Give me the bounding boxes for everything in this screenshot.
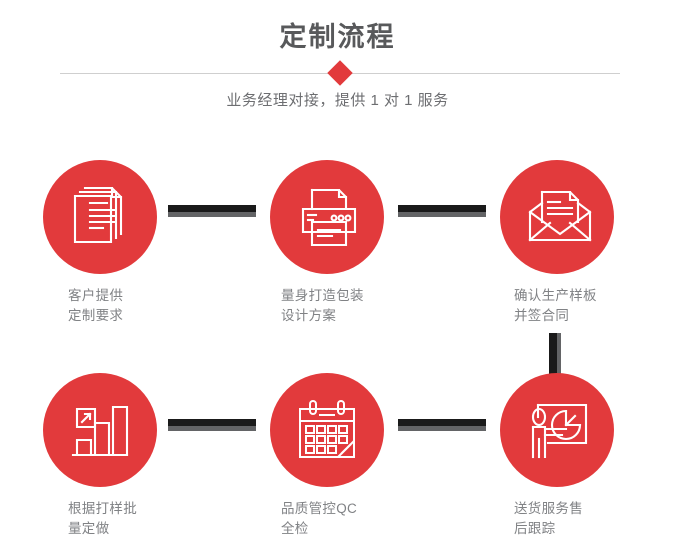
step-node-5[interactable] [270, 373, 384, 487]
step-circle-1[interactable] [43, 160, 157, 274]
page-title: 定制流程 [279, 22, 396, 52]
connector-step4-step5 [168, 419, 256, 431]
connector-shadow [168, 426, 256, 431]
connector-step5-step6 [398, 419, 486, 431]
envelope-document-icon [522, 182, 592, 252]
presentation-person-icon [522, 395, 592, 465]
step-caption-5: 品质管控QC 全检 [281, 501, 358, 536]
connector-bar [549, 333, 557, 375]
step-caption-2: 量身打造包装 设计方案 [281, 288, 364, 323]
connector-bar [168, 205, 256, 212]
bar-chart-growth-icon [65, 395, 135, 465]
step-caption-3: 确认生产样板 并签合同 [514, 288, 597, 323]
connector-step1-step2 [168, 205, 256, 217]
connector-shadow [398, 426, 486, 431]
connector-bar [168, 419, 256, 426]
printer-icon [292, 182, 362, 252]
step-circle-2[interactable] [270, 160, 384, 274]
step-caption-1: 客户提供 定制要求 [68, 288, 124, 323]
step-node-3[interactable] [500, 160, 614, 274]
step-circle-3[interactable] [500, 160, 614, 274]
step-node-6[interactable] [500, 373, 614, 487]
step-caption-6: 送货服务售 后跟踪 [514, 501, 583, 536]
connector-step3-step6 [549, 333, 561, 375]
step-circle-5[interactable] [270, 373, 384, 487]
connector-shadow [557, 333, 561, 375]
connector-step2-step3 [398, 205, 486, 217]
step-node-2[interactable] [270, 160, 384, 274]
step-node-1[interactable] [43, 160, 157, 274]
calendar-icon [292, 395, 362, 465]
connector-shadow [398, 212, 486, 217]
step-node-4[interactable] [43, 373, 157, 487]
diamond-marker-icon [327, 60, 353, 86]
step-caption-4: 根据打样批 量定做 [68, 501, 137, 536]
connector-shadow [168, 212, 256, 217]
documents-stack-icon [65, 182, 135, 252]
step-circle-4[interactable] [43, 373, 157, 487]
page-subtitle: 业务经理对接，提供 1 对 1 服务 [226, 92, 449, 109]
connector-bar [398, 205, 486, 212]
connector-bar [398, 419, 486, 426]
step-circle-6[interactable] [500, 373, 614, 487]
